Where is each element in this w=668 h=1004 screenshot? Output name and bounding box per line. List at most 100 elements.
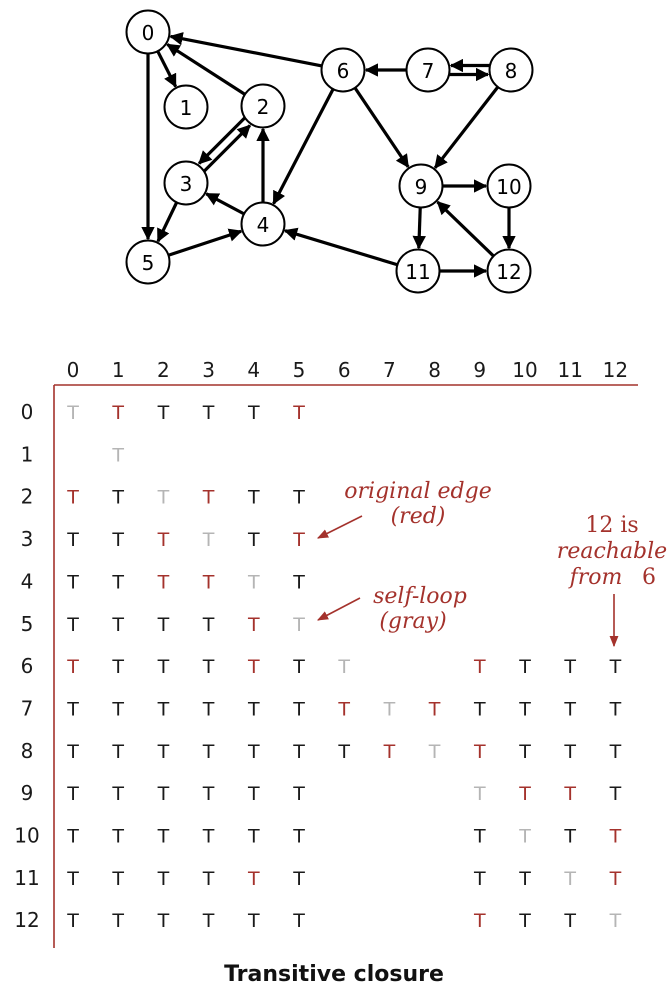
- cell-10-2: T: [157, 826, 170, 848]
- cell-8-9: T: [473, 741, 486, 763]
- vertex-label: 1: [180, 96, 193, 120]
- cell-7-5: T: [292, 698, 305, 720]
- cell-12-0: T: [66, 910, 79, 932]
- cell-2-0: T: [66, 487, 79, 509]
- vertex-2: 2: [240, 83, 286, 129]
- column-header-2: 2: [157, 358, 170, 382]
- cell-8-12: T: [609, 741, 622, 763]
- row-header-1: 1: [21, 442, 34, 466]
- vertex-circle: [240, 83, 286, 129]
- original-edge-arrow: [316, 515, 363, 539]
- cell-9-11: T: [563, 783, 576, 805]
- vertex-circle: [125, 239, 171, 285]
- cell-8-7: T: [383, 741, 396, 763]
- column-header-11: 11: [557, 358, 582, 382]
- annotations: original edge (red) self-loop (gray) 12 …: [316, 479, 667, 648]
- cell-9-4: T: [247, 783, 260, 805]
- cell-12-9: T: [473, 910, 486, 932]
- vertex-label: 6: [337, 59, 350, 83]
- cell-6-0: T: [66, 656, 79, 678]
- cell-4-5: T: [292, 571, 305, 593]
- cell-12-10: T: [518, 910, 531, 932]
- column-header-8: 8: [428, 358, 441, 382]
- cell-10-12: T: [609, 826, 622, 848]
- column-header-0: 0: [67, 358, 80, 382]
- cell-10-5: T: [292, 826, 305, 848]
- edge-6-to-0: [169, 32, 323, 68]
- cell-8-4: T: [247, 741, 260, 763]
- vertex-label: 9: [415, 175, 428, 199]
- cell-10-11: T: [563, 826, 576, 848]
- cell-6-4: T: [247, 656, 260, 678]
- cell-2-3: T: [202, 487, 215, 509]
- row-header-7: 7: [21, 696, 34, 720]
- cell-6-2: T: [157, 656, 170, 678]
- vertex-4: 4: [240, 201, 286, 247]
- row-header-4: 4: [21, 569, 34, 593]
- edge-2-to-0: [166, 43, 246, 96]
- column-header-4: 4: [247, 358, 260, 382]
- edge-8-to-9: [433, 86, 500, 169]
- row-header-5: 5: [21, 612, 34, 636]
- cell-0-3: T: [202, 402, 215, 424]
- cell-7-8: T: [428, 698, 441, 720]
- cell-8-3: T: [202, 741, 215, 763]
- cell-8-10: T: [518, 741, 531, 763]
- cell-7-6: T: [337, 698, 350, 720]
- row-header-0: 0: [21, 400, 34, 424]
- vertex-9: 9: [398, 163, 444, 209]
- graph-edges: [141, 32, 516, 278]
- cell-9-5: T: [292, 783, 305, 805]
- cell-0-5: T: [292, 402, 305, 424]
- cell-3-5: T: [292, 529, 305, 551]
- cell-12-2: T: [157, 910, 170, 932]
- vertex-circle: [163, 84, 209, 130]
- cell-7-9: T: [473, 698, 486, 720]
- cell-2-4: T: [247, 487, 260, 509]
- cell-5-5: T: [292, 614, 305, 636]
- column-header-3: 3: [202, 358, 215, 382]
- cell-3-0: T: [66, 529, 79, 551]
- vertex-label: 3: [180, 172, 193, 196]
- cell-9-10: T: [518, 783, 531, 805]
- cell-6-3: T: [202, 656, 215, 678]
- vertex-label: 8: [505, 59, 518, 83]
- vertex-label: 10: [496, 175, 521, 199]
- edge-6-to-4: [272, 88, 335, 205]
- cell-4-3: T: [202, 571, 215, 593]
- edge-2-to-3: [197, 116, 246, 165]
- vertex-label: 12: [496, 260, 521, 284]
- cell-9-12: T: [609, 783, 622, 805]
- cell-12-4: T: [247, 910, 260, 932]
- cell-7-1: T: [111, 698, 124, 720]
- row-header-3: 3: [21, 527, 34, 551]
- cell-2-2: T: [157, 487, 170, 509]
- cell-8-8: T: [428, 741, 441, 763]
- cell-11-12: T: [609, 868, 622, 890]
- vertex-circle: [398, 163, 444, 209]
- edge-11-to-4: [283, 227, 398, 267]
- edge-3-to-2: [203, 124, 252, 173]
- vertex-label: 5: [142, 251, 155, 275]
- row-header-8: 8: [21, 739, 34, 763]
- vertex-3: 3: [163, 160, 209, 206]
- cell-6-1: T: [111, 656, 124, 678]
- vertex-circle: [125, 9, 171, 55]
- cell-11-0: T: [66, 868, 79, 890]
- vertex-5: 5: [125, 239, 171, 285]
- vertex-10: 10: [486, 163, 532, 209]
- vertex-11: 11: [395, 248, 441, 294]
- edge-4-to-3: [205, 192, 245, 216]
- cell-0-0: T: [66, 402, 79, 424]
- cell-10-9: T: [473, 826, 486, 848]
- cell-1-1: T: [111, 444, 124, 466]
- cell-7-11: T: [563, 698, 576, 720]
- self-loop-label-line2: (gray): [379, 609, 446, 634]
- cell-10-10: T: [518, 826, 531, 848]
- row-header-6: 6: [21, 654, 34, 678]
- vertex-0: 0: [125, 9, 171, 55]
- cell-7-2: T: [157, 698, 170, 720]
- cell-2-5: T: [292, 487, 305, 509]
